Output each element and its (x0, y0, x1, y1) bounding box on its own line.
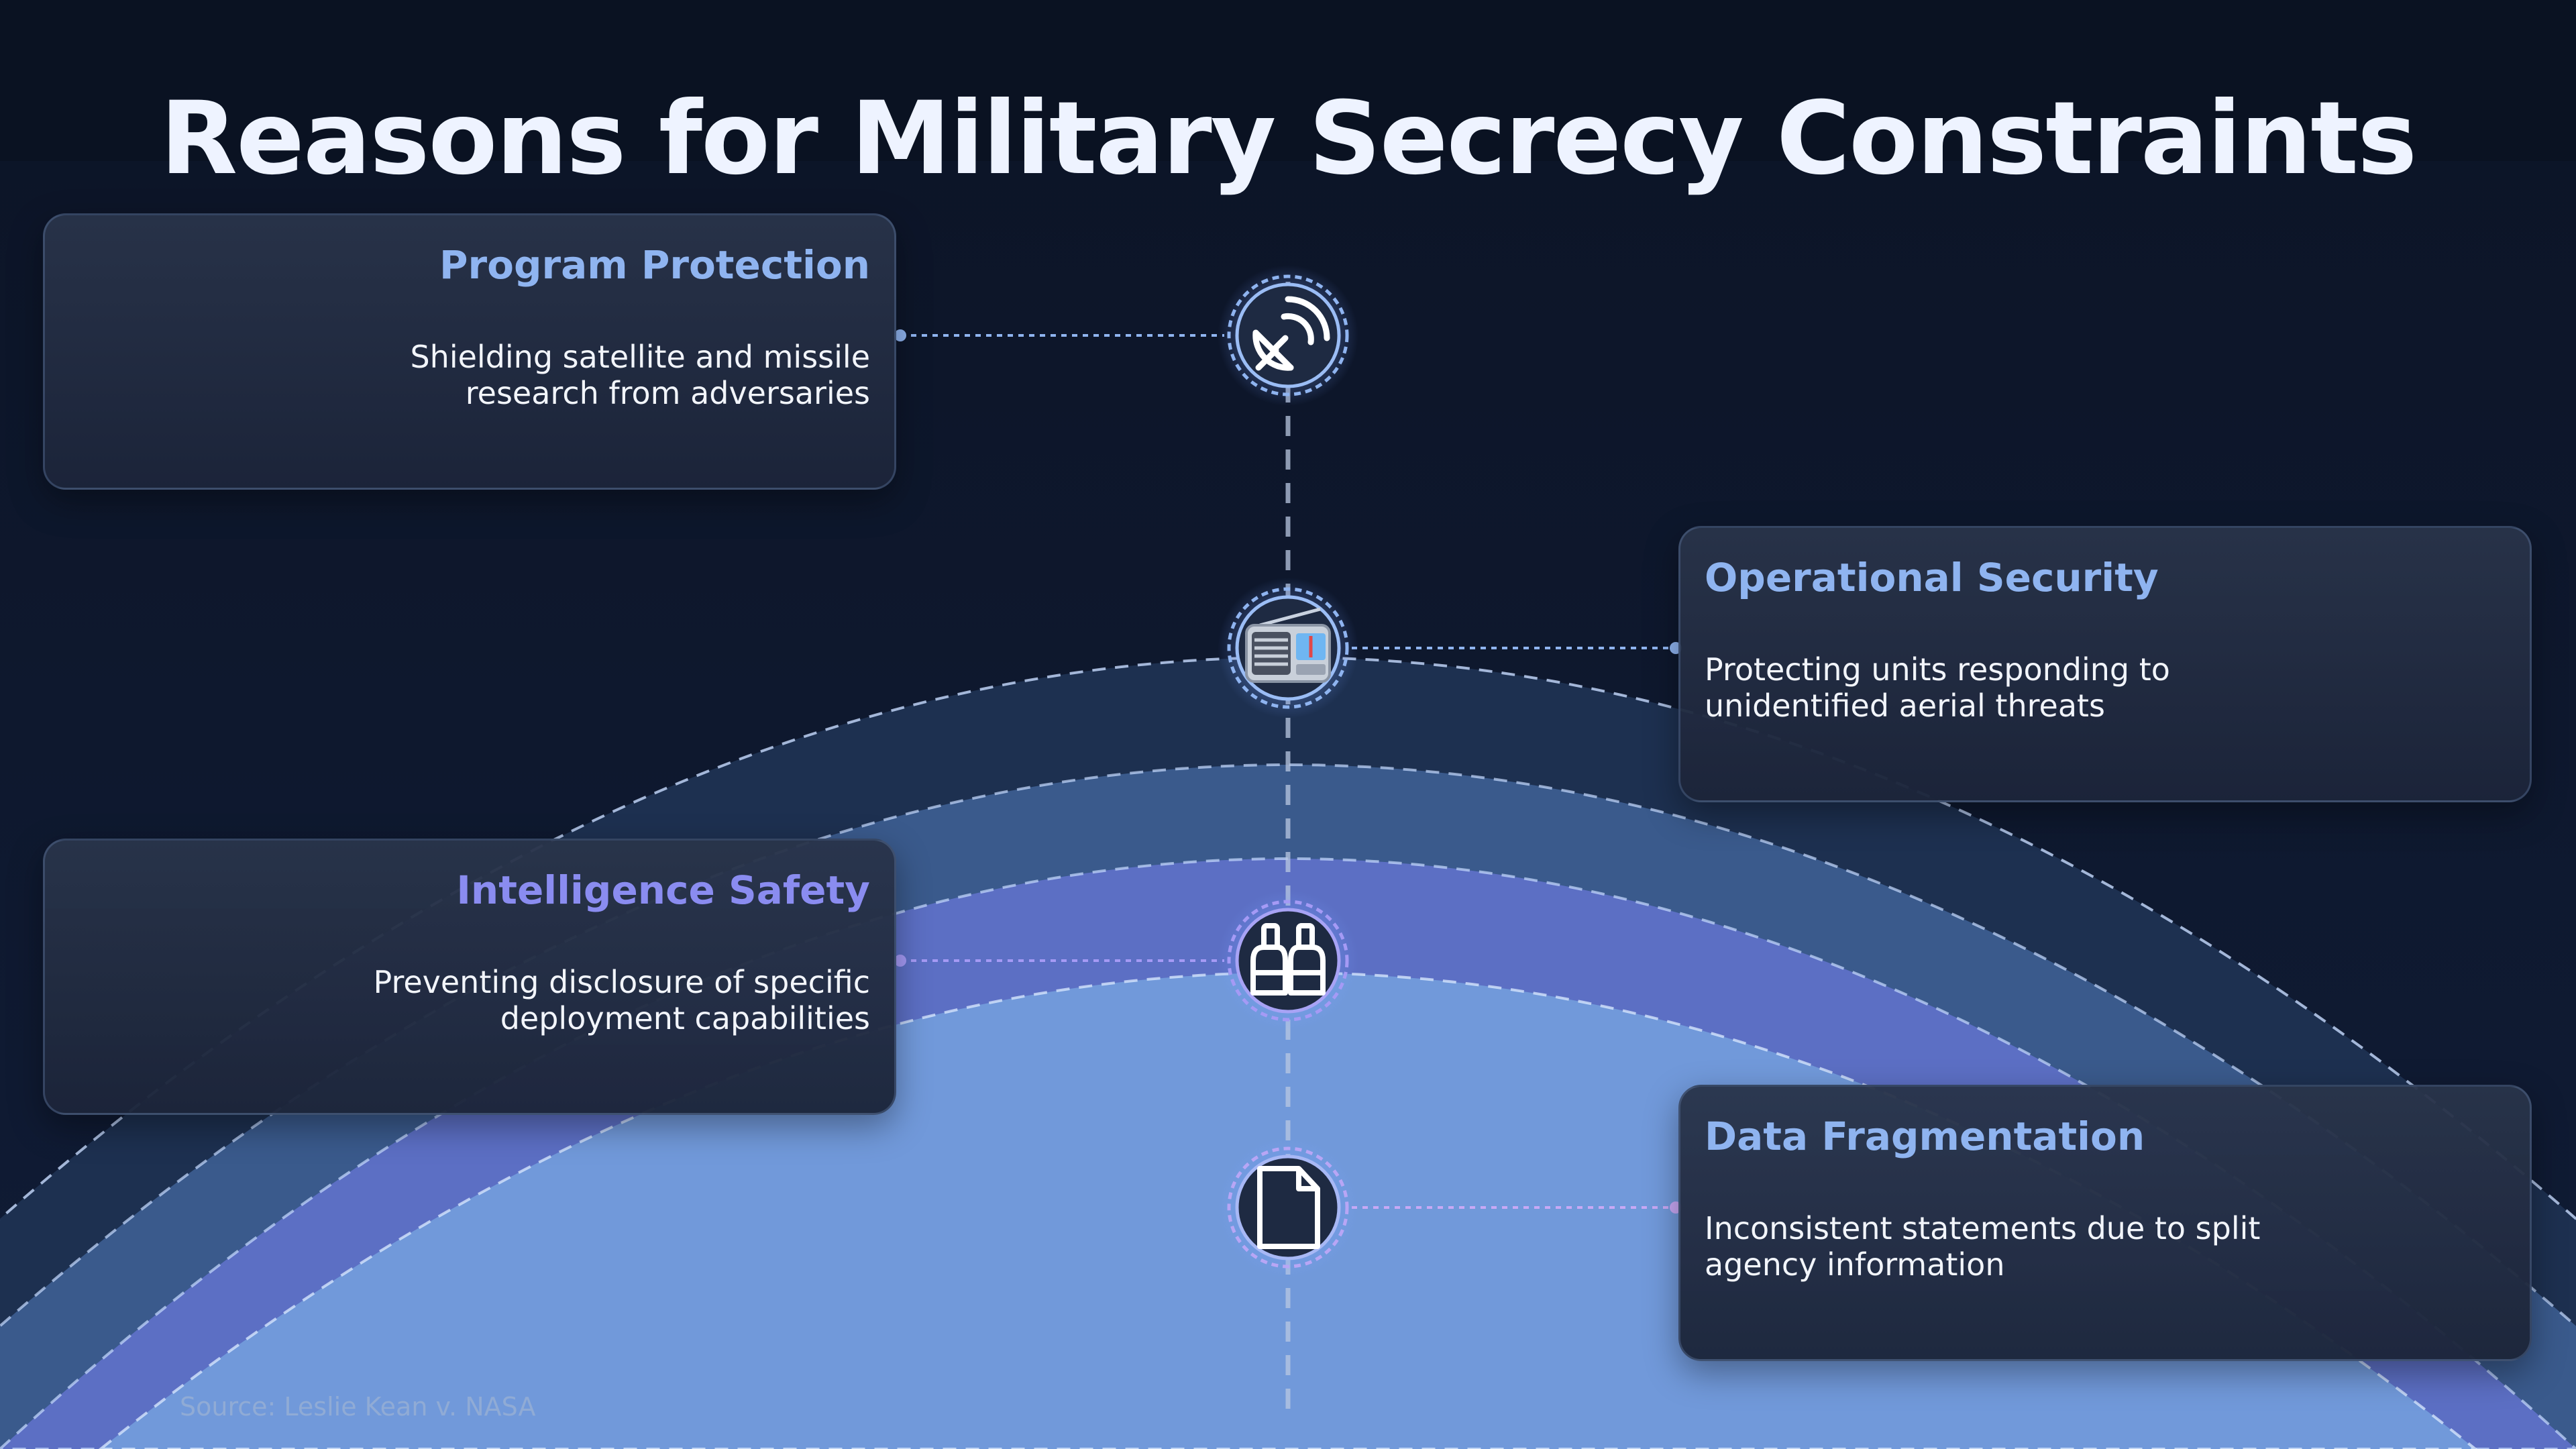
card-data-fragmentation: Data Fragmentation Inconsistent statemen… (1678, 1085, 2532, 1361)
node-document (1218, 1137, 1358, 1278)
document-icon (1257, 1166, 1320, 1249)
card-description: Protecting units responding to unidentif… (1705, 651, 2170, 724)
card-program-protection: Program Protection Shielding satellite a… (43, 213, 896, 490)
node-satellite (1218, 265, 1358, 406)
node-radio (1218, 578, 1358, 718)
node-binoculars (1218, 890, 1358, 1031)
slide-title: Reasons for Military Secrecy Constraints (160, 80, 2418, 197)
card-description: Inconsistent statements due to split age… (1705, 1210, 2261, 1283)
connector-dot-1 (894, 329, 906, 341)
card-operational-security: Operational Security Protecting units re… (1678, 526, 2532, 802)
satellite-dish-icon (1252, 296, 1330, 371)
binoculars-icon (1250, 923, 1326, 996)
card-intelligence-safety: Intelligence Safety Preventing disclosur… (43, 839, 896, 1115)
card-title: Operational Security (1705, 555, 2159, 600)
card-title: Intelligence Safety (456, 867, 870, 913)
card-description: Shielding satellite and missile research… (410, 338, 870, 411)
source-note: Source: Leslie Kean v. NASA (180, 1392, 536, 1421)
card-title: Program Protection (439, 242, 870, 288)
connector-dot-3 (894, 955, 906, 967)
card-description: Preventing disclosure of specific deploy… (373, 963, 870, 1036)
card-title: Data Fragmentation (1705, 1114, 2145, 1159)
radio-icon (1245, 607, 1331, 683)
